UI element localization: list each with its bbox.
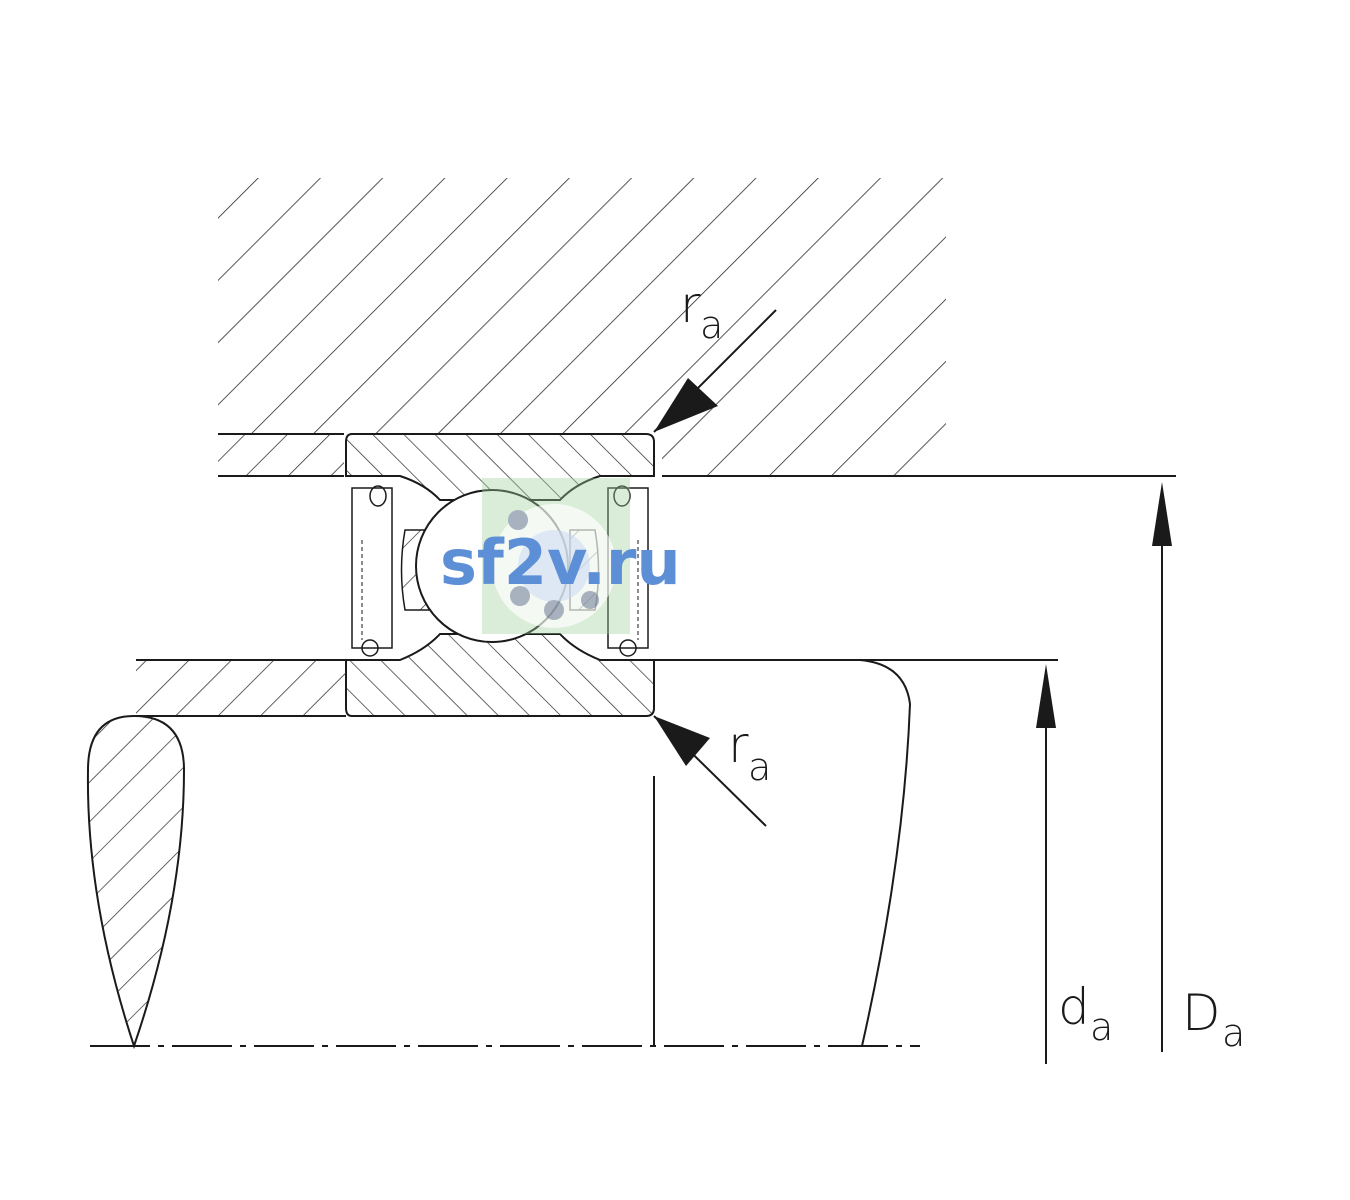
housing (218, 178, 946, 477)
dimension-da (1036, 664, 1056, 1064)
ra-top-leader (653, 309, 777, 433)
ra-bottom-leader (653, 715, 767, 827)
ra-top-sub: a (700, 303, 723, 347)
watermark-logo (482, 478, 630, 634)
watermark-text: sf2v.ru (440, 526, 681, 599)
Da-main: D (1182, 984, 1221, 1042)
dimension-Da (946, 475, 1176, 1052)
ra-bottom-label: r a (728, 716, 771, 789)
ra-top-label: r a (680, 276, 723, 347)
bearing-outer-ring (345, 433, 655, 501)
ra-bottom-main: r (728, 716, 749, 774)
Da-label: D a (1182, 984, 1245, 1055)
ra-top-main: r (680, 276, 701, 334)
da-sub: a (1090, 1005, 1113, 1049)
shaft-break-section (86, 714, 186, 1050)
da-label: d a (1058, 978, 1113, 1049)
ra-bottom-sub: a (748, 745, 771, 789)
da-main: d (1058, 978, 1090, 1036)
Da-sub: a (1222, 1011, 1245, 1055)
shaft (136, 659, 1058, 1047)
